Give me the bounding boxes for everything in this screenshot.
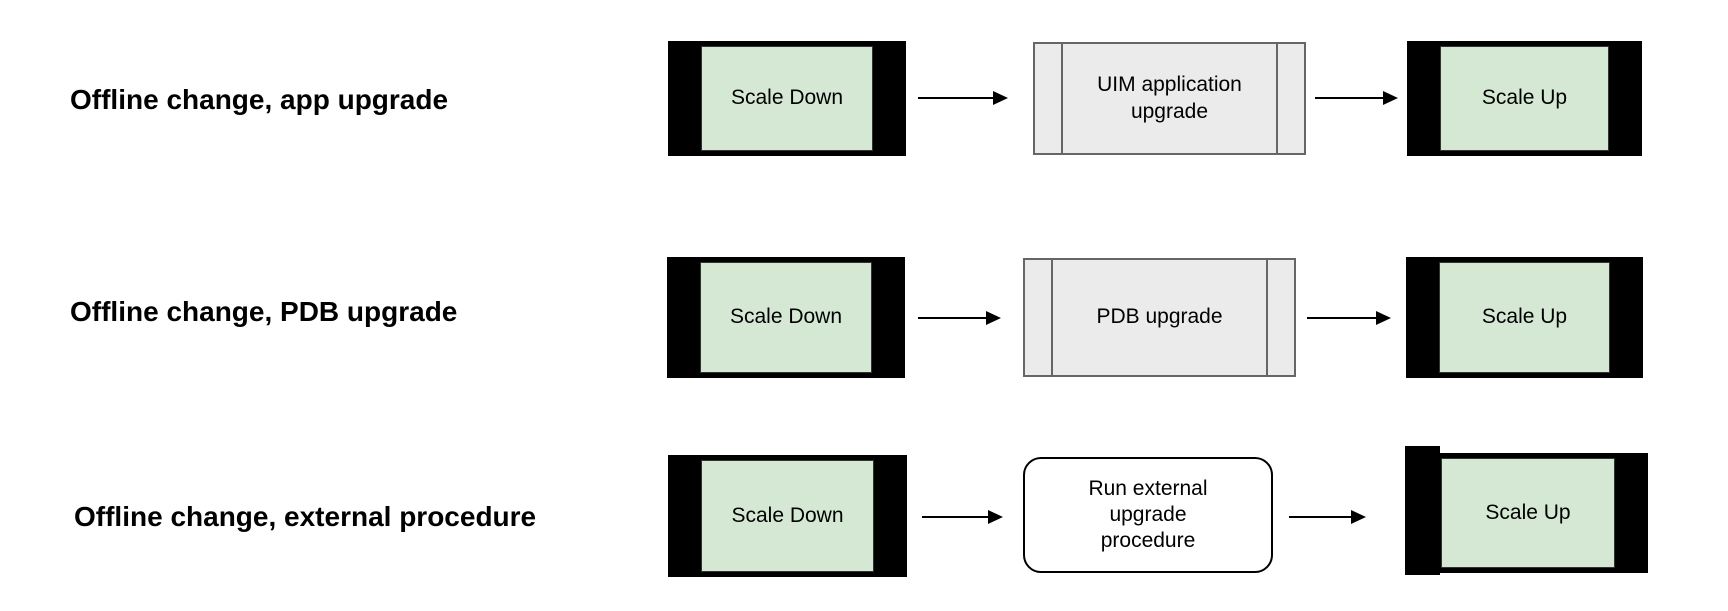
flow-arrow-icon (1289, 510, 1366, 524)
scale-down-shape: Scale Down (667, 257, 905, 378)
process-stripe-right (1276, 44, 1278, 153)
scale-up-panel: Scale Up (1439, 262, 1610, 373)
rounded-label: Run external upgrade procedure (1088, 476, 1208, 553)
process-shape-pdb-upgrade: PDB upgrade (1023, 258, 1296, 377)
process-label: UIM application upgrade (1097, 73, 1242, 123)
scale-up-panel: Scale Up (1441, 458, 1615, 568)
scale-up-label: Scale Up (1481, 305, 1568, 329)
scale-down-label: Scale Down (730, 86, 844, 110)
rounded-shape-external-procedure: Run external upgrade procedure (1023, 457, 1273, 573)
flow-arrow-icon (1307, 311, 1391, 325)
scale-up-shape: Scale Up (1407, 41, 1642, 156)
scale-up-shape: Scale Up (1405, 446, 1648, 575)
process-stripe-left (1061, 44, 1063, 153)
scale-up-label: Scale Up (1481, 86, 1568, 110)
scale-down-label: Scale Down (729, 305, 843, 329)
scale-up-panel: Scale Up (1440, 46, 1609, 151)
scale-down-panel: Scale Down (701, 460, 874, 572)
process-label: PDB upgrade (1096, 305, 1223, 329)
process-stripe-right (1266, 260, 1268, 375)
flow-arrow-icon (918, 311, 1001, 325)
flow-arrow-icon (922, 510, 1003, 524)
scale-up-label: Scale Up (1485, 500, 1571, 524)
flow-arrow-icon (918, 91, 1008, 105)
scale-up-shape: Scale Up (1406, 257, 1643, 378)
scale-down-panel: Scale Down (700, 262, 872, 373)
process-stripe-left (1051, 260, 1053, 375)
flow-arrow-icon (1315, 91, 1398, 105)
process-shape-uim-upgrade: UIM application upgrade (1033, 42, 1306, 155)
scale-down-shape: Scale Down (668, 455, 907, 577)
row-label: Offline change, PDB upgrade (70, 296, 458, 327)
scale-down-label: Scale Down (731, 503, 844, 527)
scale-down-panel: Scale Down (701, 46, 873, 151)
scale-down-shape: Scale Down (668, 41, 906, 156)
row-label: Offline change, external procedure (74, 501, 537, 532)
row-label: Offline change, app upgrade (70, 84, 449, 115)
